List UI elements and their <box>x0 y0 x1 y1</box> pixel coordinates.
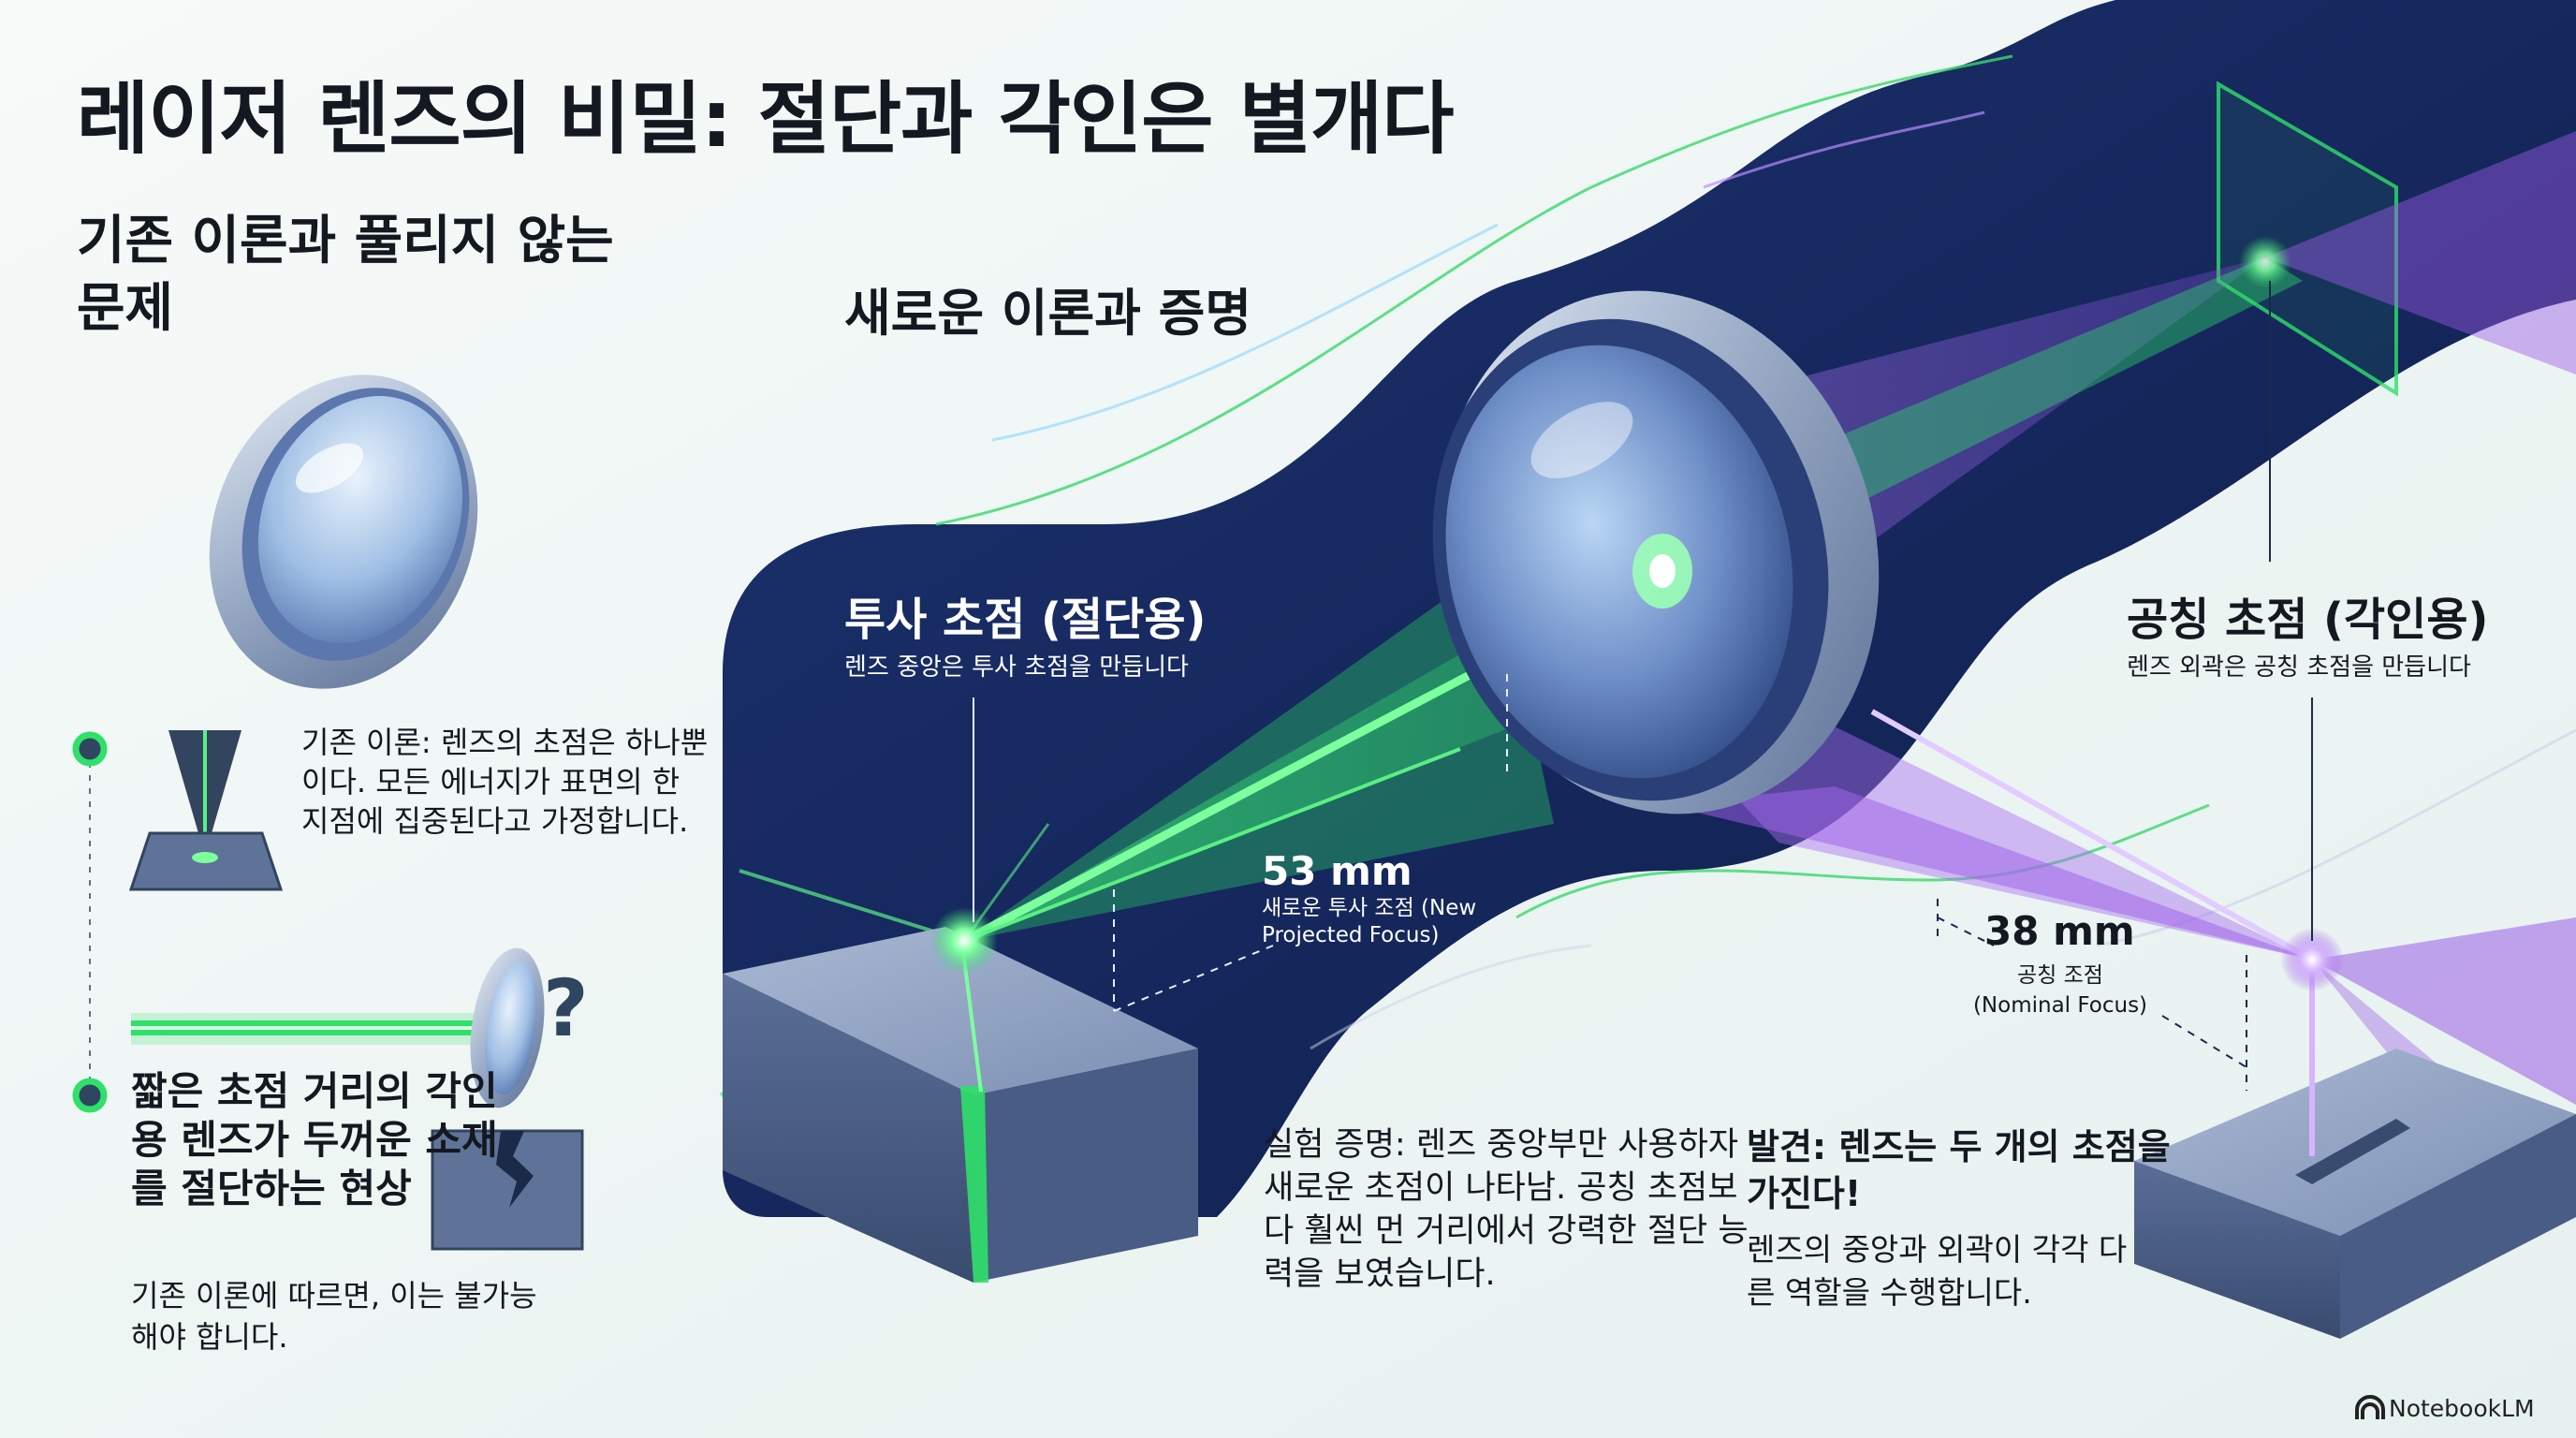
finding-text: 렌즈의 중앙과 외곽이 각각 다른 역할을 수행합니다. <box>1747 1231 2128 1311</box>
back-focus-point <box>2239 236 2291 288</box>
projected-distance: 53 mm <box>1262 848 1412 894</box>
small-lens-icon <box>131 947 545 1108</box>
focal-plane-screen <box>2217 81 2398 397</box>
experiment-text: 실험 증명: 렌즈 중앙부만 사용하자 새로운 초점이 나타남. 공칭 초점보다… <box>1264 1126 1749 1293</box>
nominal-distance: 38 mm <box>1984 908 2135 954</box>
page-title: 레이저 렌즈의 비밀: 절단과 각인은 별개다 <box>77 73 1455 165</box>
decorative-lines <box>935 54 2576 1050</box>
focus-cone-icon <box>128 730 284 891</box>
problem-heading: 짧은 초점 거리의 각인용 렌즈가 두꺼운 소재를 절단하는 현상 <box>131 1068 498 1211</box>
cutting-block <box>723 927 1198 1283</box>
lens-icon <box>209 374 478 689</box>
callout-lines <box>973 281 2313 1091</box>
question-mark: ? <box>543 962 589 1054</box>
nominal-focus-sub: 렌즈 외곽은 공칭 초점을 만듭니다 <box>2127 653 2471 682</box>
problem-text: 기존 이론에 따르면, 이는 불가능해야 합니다. <box>131 1278 537 1355</box>
projected-distance-label: 새로운 투사 조점 (New Projected Focus) <box>1262 896 1477 947</box>
timeline-dot-1 <box>72 731 108 767</box>
projected-focus-point <box>930 907 998 975</box>
left-heading: 기존 이론과 풀리지 않는 문제 <box>77 211 614 339</box>
nominal-focus-heading: 공칭 초점 (각인용) <box>2127 594 2489 646</box>
timeline-dot-2 <box>72 1078 108 1113</box>
old-theory-text: 기존 이론: 렌즈의 초점은 하나뿐이다. 모든 에너지가 표면의 한 지점에 … <box>301 725 709 839</box>
branding-label: NotebookLM <box>2389 1395 2535 1422</box>
main-lens <box>1432 290 1880 814</box>
notebooklm-logo-icon <box>2355 1395 2385 1419</box>
nominal-focus-point <box>2280 928 2344 991</box>
finding-heading: 발견: 렌즈는 두 개의 초점을 가진다! <box>1747 1126 2171 1214</box>
projected-focus-heading: 투사 초점 (절단용) <box>844 594 1207 646</box>
nominal-distance-label: 공칭 조점 (Nominal Focus) <box>1972 963 2148 1018</box>
new-theory-heading: 새로운 이론과 증명 <box>844 284 1252 343</box>
engraving-block <box>2134 960 2576 1339</box>
projected-focus-sub: 렌즈 중앙은 투사 초점을 만듭니다 <box>844 653 1189 682</box>
cracked-block-icon <box>431 1129 584 1251</box>
